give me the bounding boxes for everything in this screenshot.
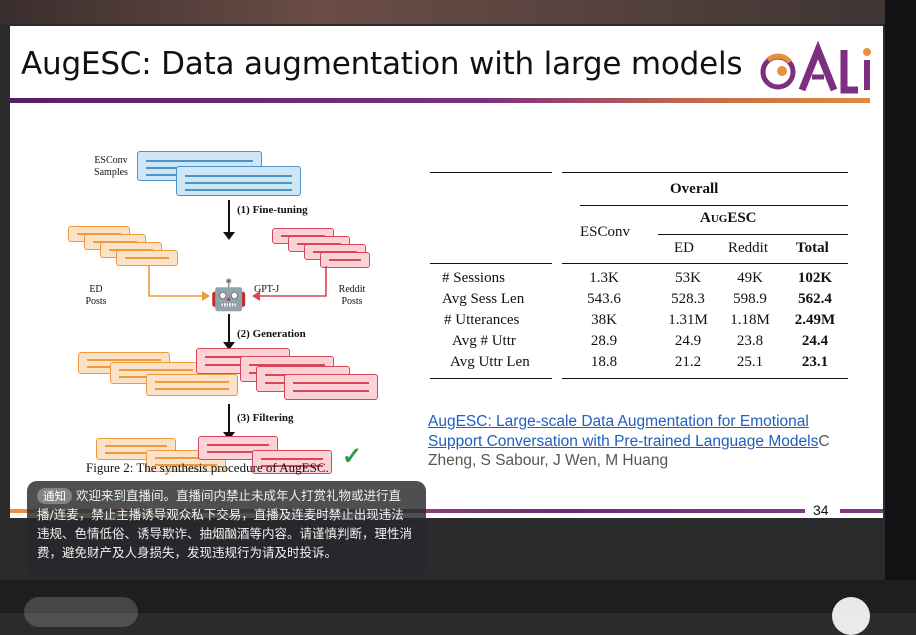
- presentation-slide: AugESC: Data augmentation with large mod…: [10, 26, 883, 518]
- notice-text: 欢迎来到直播间。直播间内禁止未成年人打赏礼物或进行直播/连麦，禁止主播诱导观众私…: [37, 488, 413, 560]
- player-bottom-bar: [0, 580, 916, 613]
- table-cell: 102K: [797, 270, 833, 286]
- step-fine-tuning: (1) Fine-tuning: [237, 204, 308, 216]
- player-round-button[interactable]: [832, 597, 870, 635]
- right-edge-strip: [885, 0, 916, 613]
- arrow-down: [223, 200, 235, 240]
- step-generation: (2) Generation: [237, 328, 306, 340]
- reddit-post-card: [320, 252, 370, 268]
- notice-tag: 通知: [37, 488, 72, 504]
- table-cell: 2.49M: [794, 312, 836, 328]
- arrow-down: [223, 404, 235, 440]
- player-pill-control[interactable]: [24, 597, 138, 627]
- stats-table: Overall AugESC ESConv ED Reddit Total # …: [430, 172, 848, 384]
- lab-logo-icon: [760, 40, 871, 94]
- table-cell: 598.9: [733, 291, 767, 307]
- generated-reddit-card: [284, 374, 378, 400]
- table-cell: 24.9: [674, 333, 702, 349]
- filtered-reddit-card: [252, 450, 332, 474]
- esconv-samples-label: ESConv Samples: [94, 155, 128, 178]
- step-filtering: (3) Filtering: [237, 412, 294, 424]
- ed-post-card: [116, 250, 178, 266]
- table-cell: 53K: [675, 270, 701, 286]
- ed-posts-label: ED Posts: [85, 284, 107, 307]
- robot-icon: 🤖: [210, 279, 248, 312]
- augesc-header: AugESC: [700, 210, 757, 226]
- slide-title: AugESC: Data augmentation with large mod…: [21, 46, 743, 82]
- row-label: # Utterances: [444, 312, 520, 328]
- row-label: Avg Uttr Len: [450, 354, 530, 370]
- table-cell: 1.3K: [589, 270, 619, 286]
- reddit-posts-label: Reddit Posts: [338, 284, 366, 307]
- table-cell: 562.4: [798, 291, 832, 307]
- title-underline: [10, 98, 870, 103]
- table-cell: 23.8: [736, 333, 764, 349]
- table-cell: 28.9: [590, 333, 618, 349]
- live-notice-overlay: 通知欢迎来到直播间。直播间内禁止未成年人打赏礼物或进行直播/连麦，禁止主播诱导观…: [27, 481, 426, 577]
- table-cell: 543.6: [587, 291, 621, 307]
- checkmark-icon: ✓: [342, 443, 363, 470]
- reddit-arrow: [252, 266, 327, 301]
- paper-authors: C Zheng, S Sabour, J Wen, M Huang: [428, 432, 830, 470]
- table-cell: 38K: [591, 312, 617, 328]
- table-cell: 18.8: [590, 354, 618, 370]
- table-cell: 528.3: [671, 291, 705, 307]
- table-cell: 49K: [737, 270, 763, 286]
- col-header-reddit: Reddit: [728, 240, 768, 256]
- video-top-background: [0, 0, 916, 24]
- esconv-column-header: ESConv: [580, 224, 631, 240]
- table-rule: [430, 263, 552, 264]
- table-rule: [658, 234, 848, 235]
- table-cell: 25.1: [736, 354, 764, 370]
- footer-rule: [840, 509, 883, 513]
- arrow-down: [223, 314, 235, 350]
- col-header-total: Total: [796, 240, 829, 256]
- ed-arrow: [148, 266, 210, 301]
- table-rule: [562, 378, 848, 379]
- page-number: 34: [813, 502, 829, 518]
- table-rule: [430, 172, 552, 173]
- figure-caption: Figure 2: The synthesis procedure of Aug…: [86, 460, 329, 475]
- paper-link[interactable]: AugESC: Large-scale Data Augmentation fo…: [428, 413, 819, 450]
- generated-ed-card: [146, 374, 238, 396]
- table-cell: 21.2: [674, 354, 702, 370]
- table-cell: 1.18M: [730, 312, 770, 328]
- table-cell: 1.31M: [668, 312, 708, 328]
- table-cell: 23.1: [801, 354, 829, 370]
- overall-header: Overall: [670, 181, 719, 197]
- paper-reference: AugESC: Large-scale Data Augmentation fo…: [428, 412, 848, 471]
- table-rule: [562, 263, 848, 264]
- col-header-ed: ED: [674, 240, 694, 256]
- esconv-sample-card: [176, 166, 301, 196]
- synthesis-diagram: ESConv Samples (1) Fine-tuning ED Posts …: [64, 148, 378, 488]
- row-label: Avg Sess Len: [442, 291, 525, 307]
- gpt-j-label: GPT-J: [254, 284, 280, 295]
- row-label: Avg # Uttr: [452, 333, 516, 349]
- table-rule: [430, 378, 552, 379]
- table-rule: [580, 205, 848, 206]
- table-cell: 24.4: [801, 333, 829, 349]
- row-label: # Sessions: [442, 270, 505, 286]
- table-rule: [562, 172, 848, 173]
